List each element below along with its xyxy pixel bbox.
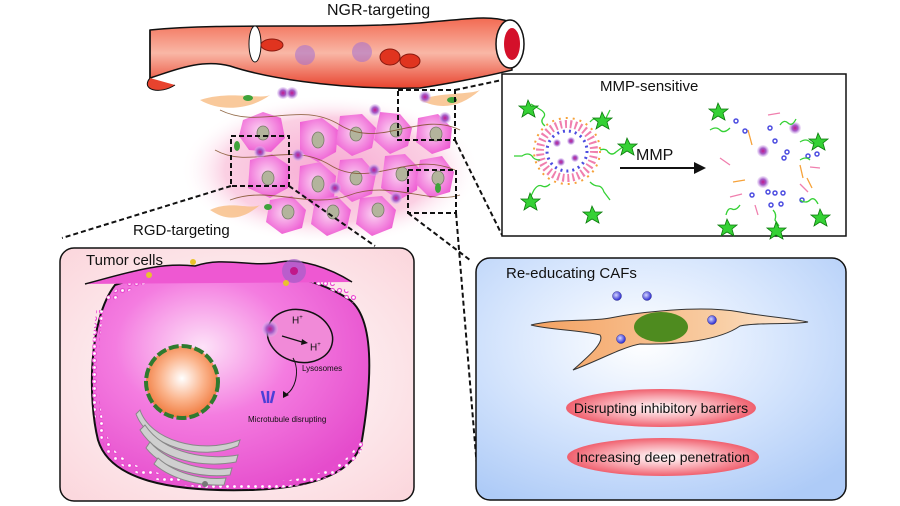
lysosomes-label: Lysosomes (302, 364, 343, 373)
effect-label-1: Disrupting inhibitory barriers (573, 400, 749, 416)
tumor-cluster (61, 79, 503, 481)
effect-label-2: Increasing deep penetration (576, 449, 750, 465)
effect-pill-1 (566, 389, 756, 427)
proton-charge: + (317, 342, 321, 348)
effect-pill-2 (567, 438, 759, 476)
proton-label-1: H+ (292, 315, 303, 327)
microtubule-label: Microtubule disrupting (248, 415, 327, 424)
caf-panel-title: Re-educating CAFs (506, 265, 637, 282)
tumor-cells-label: Tumor cells (86, 252, 163, 269)
proton-label-2: H+ (310, 342, 321, 354)
proton-charge: + (299, 315, 303, 321)
blood-vessel (147, 17, 525, 91)
caf-panel-graphic (475, 257, 847, 501)
mmp-arrow-label: MMP (636, 147, 674, 164)
mmp-panel-graphic (501, 73, 847, 240)
mmp-panel-title: MMP-sensitive (600, 78, 699, 95)
ngr-targeting-label: NGR-targeting (327, 2, 431, 19)
rgd-panel-graphic (59, 247, 415, 502)
rgd-panel-title: RGD-targeting (133, 222, 230, 239)
